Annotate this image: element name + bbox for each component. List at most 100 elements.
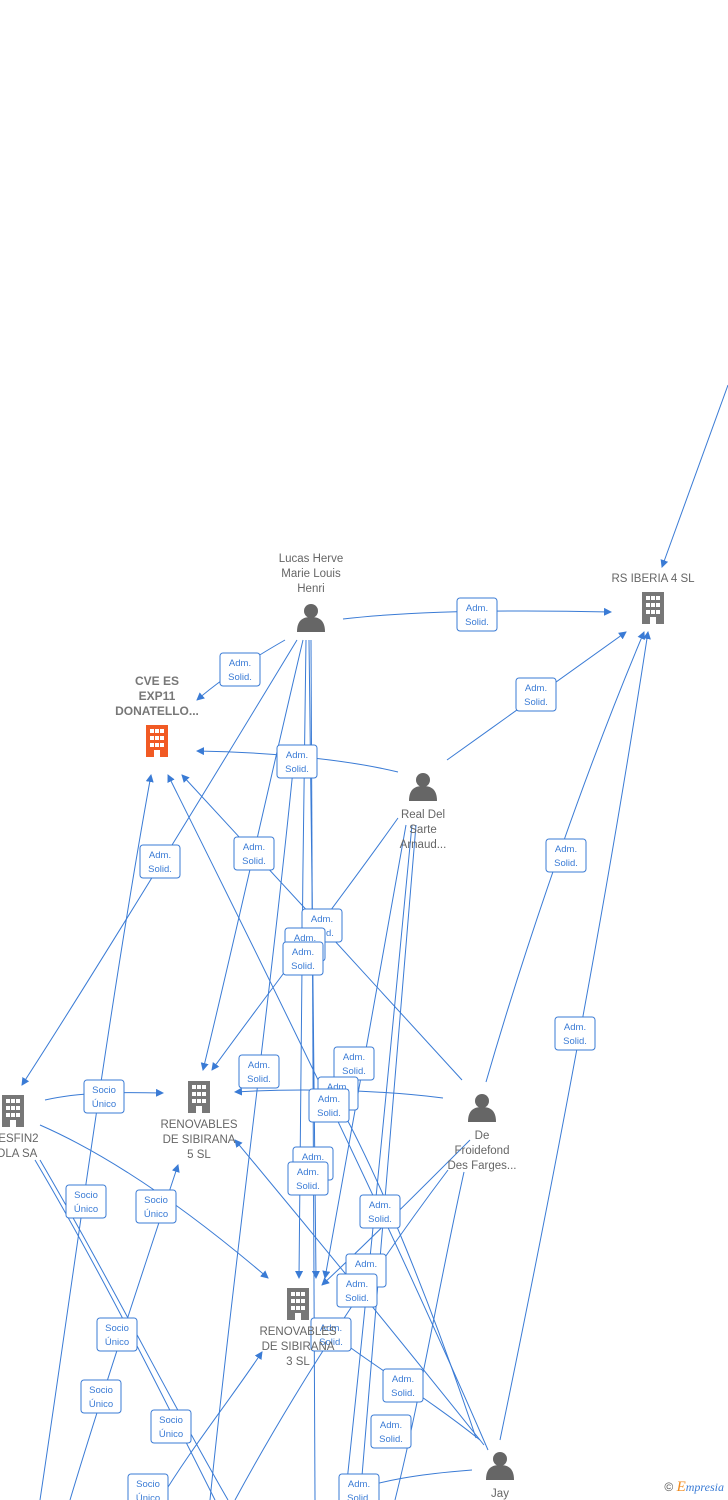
edge-label-box: [276, 744, 318, 779]
company-node-cve[interactable]: CVE ESEXP11DONATELLO...: [115, 674, 199, 757]
edge-label-adm-solid[interactable]: Adm.Solid.: [333, 1046, 375, 1081]
edge-label-adm-solid[interactable]: Adm.Solid.: [336, 1273, 378, 1308]
edge-label-text: Solid.: [291, 961, 315, 972]
edge-label-text: Adm.: [369, 1200, 391, 1211]
edge-label-text: Solid.: [247, 1074, 271, 1085]
brand-initial: E: [676, 1479, 686, 1495]
edge-label-adm-solid[interactable]: Adm. Solid.: [382, 1368, 424, 1403]
edge-label-text: Solid.: [554, 858, 578, 869]
edge-label-text: Adm.: [297, 1167, 319, 1178]
edge-label-text: Solid.: [228, 672, 252, 683]
edge-label-adm-solid[interactable]: Adm. Solid.: [282, 941, 324, 976]
node-label: Sarte: [409, 824, 437, 836]
edge-label-text: Adm.: [286, 750, 308, 761]
node-label: E ESFIN2: [0, 1133, 39, 1145]
node-label: DONATELLO...: [115, 704, 199, 718]
edge-label-text: Adm.: [292, 947, 314, 958]
brand-name: mpresia: [685, 1480, 724, 1494]
edge-label-box: [127, 1473, 169, 1500]
edge-label-box: [65, 1184, 107, 1219]
node-label: CVE ES: [135, 674, 179, 688]
edge-label-text: Adm.: [348, 1479, 370, 1490]
edge-label-text: Solid.: [563, 1036, 587, 1047]
edge-label-adm-solid[interactable]: Adm.Solid.: [308, 1088, 350, 1123]
edge-label-adm-solid[interactable]: Adm.Solid.: [359, 1194, 401, 1229]
building-icon: [287, 1288, 309, 1320]
edge-label-adm-solid[interactable]: Adm.Solid.: [456, 597, 498, 632]
edge-label-adm-solid[interactable]: Adm. Solid.: [238, 1054, 280, 1089]
edge: [341, 1109, 477, 1439]
edge-label-text: Adm.: [302, 1152, 324, 1163]
edge-label-adm-solid[interactable]: Adm.Solid.: [310, 1317, 352, 1352]
edge-label-adm-solid[interactable]: Adm.Solid.: [219, 652, 261, 687]
edge: [21, 639, 298, 1086]
edge-label-adm-solid[interactable]: Adm.Solid.: [139, 844, 181, 879]
node-label: 5 SL: [187, 1149, 211, 1161]
edge-label-adm-solid[interactable]: Adm. Solid.: [276, 744, 318, 779]
edge-label-text: Solid.: [242, 856, 266, 867]
edge-label-text: Solid.: [319, 1337, 343, 1348]
edge-label-adm-solid[interactable]: Adm.Solid.: [233, 836, 275, 871]
edge-label-box: [554, 1016, 596, 1051]
edge-label-adm-solid[interactable]: Adm.Solid.: [338, 1473, 380, 1500]
edge-label-text: Solid.: [342, 1066, 366, 1077]
person-icon: [297, 604, 325, 632]
edge-label-box: [310, 1317, 352, 1352]
edge-label-text: Solid.: [465, 617, 489, 628]
node-label: Jay: [491, 1488, 509, 1500]
edge-label-text: Solid.: [391, 1388, 415, 1399]
edge-label-adm-solid[interactable]: Adm.Solid.: [554, 1016, 596, 1051]
edge-label-adm-solid[interactable]: Adm. Solid.: [287, 1161, 329, 1196]
edge-label-box: [338, 1473, 380, 1500]
copyright-symbol: ©: [664, 1480, 674, 1494]
footer: © Empresia: [664, 1479, 724, 1496]
node-label: Froidefond: [455, 1145, 510, 1157]
edge-label-text: Socio: [105, 1323, 129, 1334]
company-node-esfin2[interactable]: E ESFIN2POLA SA: [0, 1095, 39, 1160]
edge-label-box: [370, 1414, 412, 1449]
edge-label-box: [150, 1409, 192, 1444]
edge: [344, 824, 413, 1500]
edge-label-text: Solid.: [296, 1181, 320, 1192]
building-icon: [188, 1081, 210, 1113]
edge-label-text: Único: [144, 1209, 168, 1220]
edge-label-adm-solid[interactable]: Adm.Solid.: [545, 838, 587, 873]
edge-label-text: Adm.: [294, 933, 316, 944]
node-label: RENOVABLES: [160, 1119, 237, 1131]
edge: [39, 774, 154, 1500]
person-node-jay[interactable]: Jay: [486, 1452, 514, 1500]
edge-label-text: Socio: [136, 1479, 160, 1490]
node-label: Des Farges...: [447, 1160, 516, 1172]
edge-label-adm-solid[interactable]: Adm.Solid.: [370, 1414, 412, 1449]
edge-label-text: Adm.: [392, 1374, 414, 1385]
person-icon: [468, 1094, 496, 1122]
edge-label-text: Adm.: [248, 1060, 270, 1071]
brand-logo[interactable]: Empresia: [676, 1479, 724, 1495]
edge-label-text: Adm.: [355, 1259, 377, 1270]
person-node-real[interactable]: Real DelSarteArnaud...: [400, 773, 447, 851]
node-label: RENOVABLES: [259, 1326, 336, 1338]
edge-label-text: Adm.: [149, 850, 171, 861]
edge-label-adm-solid[interactable]: Adm.Solid.: [515, 677, 557, 712]
edge-label-text: Único: [159, 1429, 183, 1440]
edge-label-text: Solid.: [285, 764, 309, 775]
edge-label-text: Solid.: [524, 697, 548, 708]
edge-label-box: [83, 1079, 125, 1114]
company-node-rsiberia4[interactable]: RS IBERIA 4 SL: [611, 573, 695, 624]
edge: [394, 1171, 465, 1500]
edge-label-text: Único: [92, 1099, 116, 1110]
edge-label-box: [359, 1194, 401, 1229]
